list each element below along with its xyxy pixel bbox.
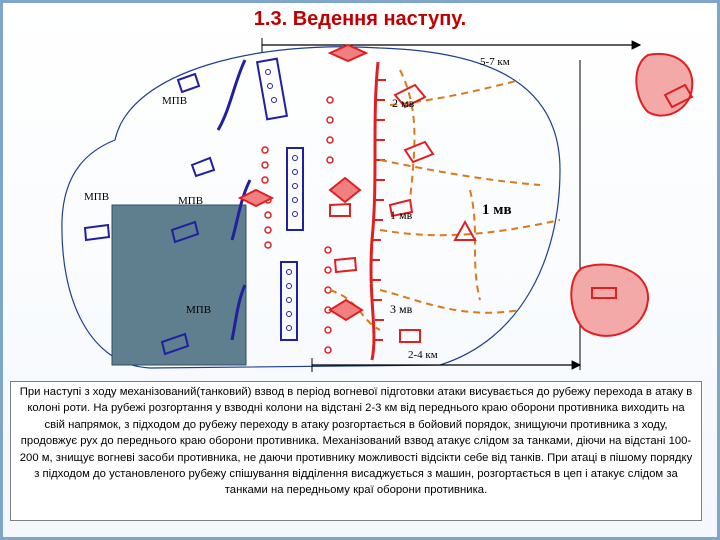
platoon-label-3: 3 мв — [390, 302, 413, 316]
enemy-diamonds — [237, 43, 369, 322]
area-outline — [61, 46, 561, 369]
own-mine-column-3 — [280, 261, 298, 341]
platoon-label-2: 2 мв — [392, 96, 415, 110]
distance-label-top: 5-7 км — [480, 56, 510, 68]
mpv-label-left: МПВ — [84, 191, 110, 203]
assembly-zone — [111, 204, 247, 366]
enemy-trench-line — [369, 61, 380, 361]
distance-label-bottom: 2-4 км — [408, 349, 438, 361]
slide-title: 1.3. Ведення наступу. — [253, 8, 467, 30]
mpv-label-mid: МПВ — [178, 195, 204, 207]
mpv-label-top: МПВ — [162, 95, 188, 107]
platoon-label-1-big: 1 мв — [482, 202, 512, 218]
enemy-strongpoint-bottom — [570, 263, 650, 337]
own-vehicles — [83, 72, 216, 356]
mpv-label-low: МПВ — [186, 304, 212, 316]
attack-routes — [329, 69, 561, 331]
platoon-label-1-small: 1 мв — [390, 208, 413, 222]
enemy-vehicles — [329, 83, 694, 343]
description-text: При наступі з ходу механізований(танкови… — [10, 381, 702, 521]
own-mine-column-1 — [255, 57, 289, 121]
own-mine-column-2 — [286, 147, 304, 231]
own-trench-arc-low — [230, 284, 247, 341]
own-trench-arc-top — [216, 59, 247, 131]
own-trench-arc-mid — [230, 179, 252, 241]
enemy-strongpoint-top — [635, 52, 694, 117]
